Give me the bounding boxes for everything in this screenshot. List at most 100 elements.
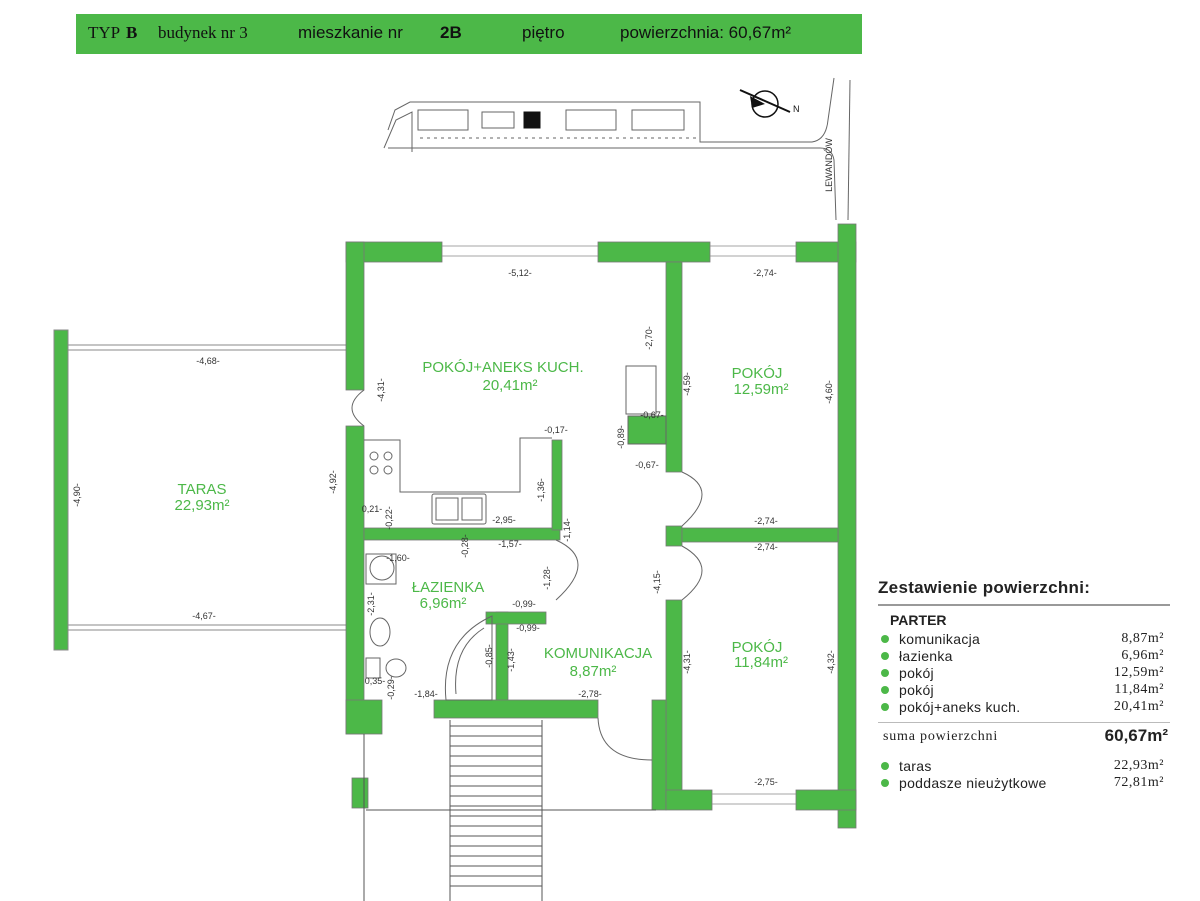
- room-name-taras: TARAS: [178, 481, 227, 498]
- room-area-lazienka: 6,96m²: [420, 595, 467, 612]
- row-label: pokój: [899, 665, 934, 681]
- dim-pokoj2-bottom: -2,75-: [754, 777, 778, 787]
- site-plan: [383, 77, 851, 221]
- row-label: taras: [899, 758, 932, 774]
- row-value: 11,84m²: [1114, 682, 1164, 697]
- room-area-pokoj2: 11,84m²: [734, 654, 788, 671]
- dim-salon-width: -5,12-: [508, 268, 532, 278]
- terrace: [53, 329, 348, 651]
- dim-114: -1,14-: [562, 518, 572, 542]
- bullet-icon: [881, 635, 889, 643]
- walls: [345, 223, 857, 829]
- bullet-icon: [881, 669, 889, 677]
- dim-028: -0,28-: [460, 534, 470, 558]
- dim-459: -4,59-: [682, 372, 692, 396]
- dim-taras-bottom: -4,67-: [192, 611, 216, 621]
- dim-432: -4,32-: [826, 650, 836, 674]
- room-area-taras: 22,93m²: [174, 497, 229, 514]
- dim-270: -2,70-: [644, 326, 654, 350]
- bullet-icon: [881, 686, 889, 694]
- summary-title: Zestawienie powierzchni:: [878, 578, 1091, 597]
- row-label: poddasze nieużytkowe: [899, 775, 1047, 791]
- room-area-pokoj1: 12,59m²: [733, 381, 788, 398]
- dim-089: -0,89-: [616, 425, 626, 449]
- summary-divider: [878, 604, 1170, 606]
- compass-label: N: [793, 104, 800, 114]
- typ-label: TYP: [88, 23, 121, 42]
- row-label: łazienka: [899, 648, 953, 664]
- dim-taras-height: -4,90-: [72, 483, 82, 507]
- doors: [351, 389, 703, 761]
- row-value: 12,59m²: [1113, 665, 1164, 680]
- street-label: LEWANDÓW: [824, 138, 834, 192]
- area-total: powierzchnia: 60,67m²: [620, 23, 792, 42]
- dim-231: -2,31-: [366, 592, 376, 616]
- summary-section: PARTER: [890, 612, 947, 628]
- dim-067a: -0,67-: [640, 410, 664, 420]
- dim-099a: -0,99-: [512, 599, 536, 609]
- dim-taras-top: -4,68-: [196, 356, 220, 366]
- summary-row: komunikacja 8,87m²: [878, 631, 1170, 648]
- row-label: pokój+aneks kuch.: [899, 699, 1021, 715]
- dim-salon-height: -4,92-: [328, 470, 338, 494]
- stairs: [363, 720, 656, 901]
- total-value: 60,67m²: [1104, 726, 1168, 745]
- bullet-icon: [881, 652, 889, 660]
- apartment-label: mieszkanie nr: [298, 23, 403, 42]
- dim-460: -4,60-: [824, 380, 834, 404]
- dim-085: -0,85-: [484, 644, 494, 668]
- typ-value: B: [126, 23, 138, 42]
- row-label: komunikacja: [899, 631, 981, 647]
- room-name-pokoj2: POKÓJ: [732, 639, 783, 656]
- row-value: 22,93m²: [1113, 758, 1164, 773]
- room-area-komunikacja: 8,87m²: [570, 663, 617, 680]
- dim-pokoj1-bottom: -2,74-: [754, 516, 778, 526]
- dim-160: -1,60-: [386, 553, 410, 563]
- summary-row: łazienka 6,96m²: [878, 648, 1170, 665]
- bullet-icon: [881, 762, 889, 770]
- building-number: budynek nr 3: [158, 23, 248, 42]
- room-name-lazienka: ŁAZIENKA: [412, 579, 485, 596]
- row-value: 72,81m²: [1113, 775, 1164, 790]
- summary-extra-row: taras 22,93m²: [878, 758, 1170, 775]
- dim-pokoj1-top: -2,74-: [753, 268, 777, 278]
- dim-door-left: -4,31-: [376, 378, 386, 402]
- summary-total: suma powierzchni 60,67m²: [878, 722, 1170, 748]
- bullet-icon: [881, 703, 889, 711]
- dim-029: -0,29-: [386, 676, 396, 700]
- bathroom-fixtures: [365, 553, 493, 701]
- total-label: suma powierzchni: [883, 729, 999, 744]
- room-name-salon: POKÓJ+ANEKS KUCH.: [422, 359, 583, 376]
- dim-415: -4,15-: [652, 570, 662, 594]
- dim-067b: -0,67-: [635, 460, 659, 470]
- room-area-salon: 20,41m²: [482, 377, 537, 394]
- dim-128: -1,28-: [542, 566, 552, 590]
- dim-035: 0,35-: [365, 676, 386, 686]
- compass-icon: N: [739, 89, 800, 118]
- dim-143: -1,43-: [506, 648, 516, 672]
- dim-099b: -0,99-: [516, 623, 540, 633]
- room-name-pokoj1: POKÓJ: [732, 365, 783, 382]
- dim-431: -4,31-: [682, 650, 692, 674]
- kitchen-counter: [364, 365, 667, 525]
- dimensions: -5,12- -2,74- -2,74- -2,74- -2,75- -4,68…: [72, 268, 836, 787]
- row-value: 8,87m²: [1121, 631, 1164, 646]
- dim-017: -0,17-: [544, 425, 568, 435]
- apartment-number: 2B: [440, 23, 462, 42]
- dim-pokoj2-top: -2,74-: [754, 542, 778, 552]
- summary-row: pokój+aneks kuch. 20,41m²: [878, 699, 1170, 716]
- header-bar: TYP B budynek nr 3 mieszkanie nr 2B pięt…: [76, 14, 862, 54]
- dim-278: -2,78-: [578, 689, 602, 699]
- summary-extra-row: poddasze nieużytkowe 72,81m²: [878, 775, 1170, 792]
- bullet-icon: [881, 779, 889, 787]
- row-value: 20,41m²: [1113, 699, 1164, 714]
- summary-row: pokój 12,59m²: [878, 665, 1170, 682]
- room-name-komunikacja: KOMUNIKACJA: [544, 645, 652, 662]
- floor-label: piętro: [522, 23, 565, 42]
- dim-184: -1,84-: [414, 689, 438, 699]
- dim-157: -1,57-: [498, 539, 522, 549]
- row-value: 6,96m²: [1121, 648, 1164, 663]
- area-summary: Zestawienie powierzchni: PARTER komunika…: [878, 578, 1170, 792]
- dim-136: -1,36-: [536, 478, 546, 502]
